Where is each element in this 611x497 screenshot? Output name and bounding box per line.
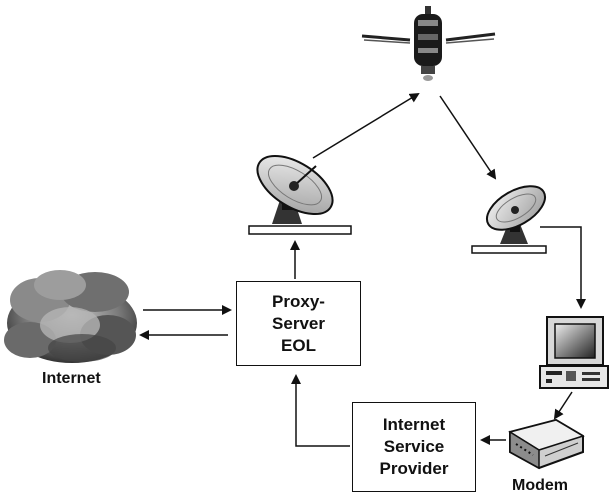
arrow-isp-to-proxy [291,374,350,447]
arrow-satellite-to-downlink [439,95,497,180]
computer-icon [539,316,609,389]
proxy-server-label: Proxy- Server EOL [272,291,325,355]
internet-label: Internet [42,370,101,387]
modem-icon [508,418,585,470]
cloud-icon [4,270,137,363]
isp-label: Internet Service Provider [379,415,449,478]
satellite-icon [361,6,496,81]
downlink-dish-icon [471,185,547,254]
modem-label: Modem [512,477,568,494]
arrow-downlink-to-computer [540,226,586,309]
isp-box: Internet Service Provider [352,402,476,492]
arrow-uplink-to-satellite [312,92,420,159]
uplink-dish-icon [248,154,352,235]
arrow-computer-to-modem [553,391,573,420]
proxy-server-box: Proxy- Server EOL [236,281,361,366]
